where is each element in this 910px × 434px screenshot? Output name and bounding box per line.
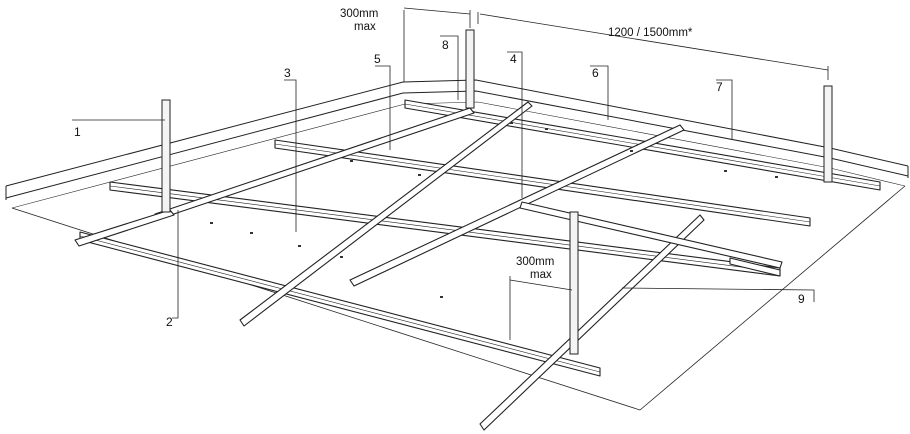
hanger-top-right [823,85,833,183]
main-tee-stub [74,209,175,247]
dim-main-tee-spacing-value: 1200 / 1500mm* [608,27,693,39]
dim-bottom-hanger-spacing-qualifier: max [530,269,552,281]
dim-bottom-hanger-spacing: 300mm max [509,256,573,340]
dim-top-hanger-spacing-value: 300mm [340,8,378,20]
callout-6: 6 [592,66,599,80]
dim-main-tee-spacing: 1200 / 1500mm* [477,12,829,80]
main-tees [74,101,783,431]
callout-4: 4 [510,52,517,66]
main-tee-end [729,257,781,277]
main-tee-5 [519,201,783,269]
dim-bottom-hanger-spacing-value: 300mm [516,256,554,268]
main-tee-3 [349,124,685,287]
callout-7: 7 [716,80,723,94]
tee-slot-markings [210,122,778,298]
callout-8: 8 [442,38,449,52]
hangers [161,29,833,355]
hanger-front [569,211,579,355]
callout-5: 5 [374,52,381,66]
wall-angle-perimeter [5,79,909,411]
hanger-top-left [465,29,475,109]
callout-3: 3 [284,66,291,80]
callout-leaders [72,35,815,319]
callout-9: 9 [798,292,805,306]
main-tee-1 [239,101,533,327]
dim-top-hanger-spacing-qualifier: max [354,21,376,33]
dim-top-hanger-spacing: 300mm max [340,7,471,82]
hanger-left [161,99,171,213]
callout-2: 2 [166,315,173,329]
callout-1: 1 [74,125,81,139]
callout-numbers: 1 2 3 4 5 6 7 8 9 [74,38,805,329]
main-tee-2 [479,214,705,431]
